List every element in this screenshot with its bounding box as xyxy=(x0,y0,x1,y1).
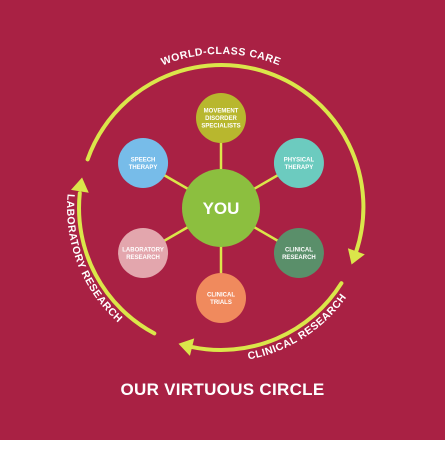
node-label-clinical-research-0: CLINICAL xyxy=(285,247,313,253)
arc-clinical-research xyxy=(189,281,344,352)
node-label-clinical-trials-1: TRIALS xyxy=(210,300,232,306)
arrow-head-bottom xyxy=(178,338,195,356)
node-physical xyxy=(273,138,324,188)
node-label-speech-0: SPEECH xyxy=(131,157,156,163)
node-label-speech-1: THERAPY xyxy=(129,165,158,171)
node-clinical-research xyxy=(273,228,324,278)
node-label-clinical-trials-0: CLINICAL xyxy=(207,292,235,298)
node-laboratory xyxy=(118,228,169,278)
center-label: YOU xyxy=(203,199,240,218)
node-label-laboratory-0: LABORATORY xyxy=(122,247,164,253)
arc-laboratory-research xyxy=(77,191,157,336)
node-label-movement-1: DISORDER xyxy=(205,116,237,122)
node-label-movement-0: MOVEMENT xyxy=(204,109,239,115)
arc-world-class-care xyxy=(85,62,366,254)
node-label-laboratory-1: RESEARCH xyxy=(126,255,160,261)
node-movement xyxy=(196,93,246,143)
node-clinical-trials xyxy=(196,273,246,323)
center-circle xyxy=(182,169,260,247)
node-label-physical-0: PHYSICAL xyxy=(284,157,315,163)
node-label-physical-1: THERAPY xyxy=(285,165,314,171)
arrow-head-left xyxy=(70,177,89,193)
node-label-movement-2: SPECIALISTS xyxy=(201,124,240,130)
diagram-title: OUR VIRTUOUS CIRCLE xyxy=(120,380,325,399)
node-label-clinical-research-1: RESEARCH xyxy=(282,255,316,261)
node-speech xyxy=(118,138,169,188)
arrow-head-right xyxy=(347,248,365,265)
